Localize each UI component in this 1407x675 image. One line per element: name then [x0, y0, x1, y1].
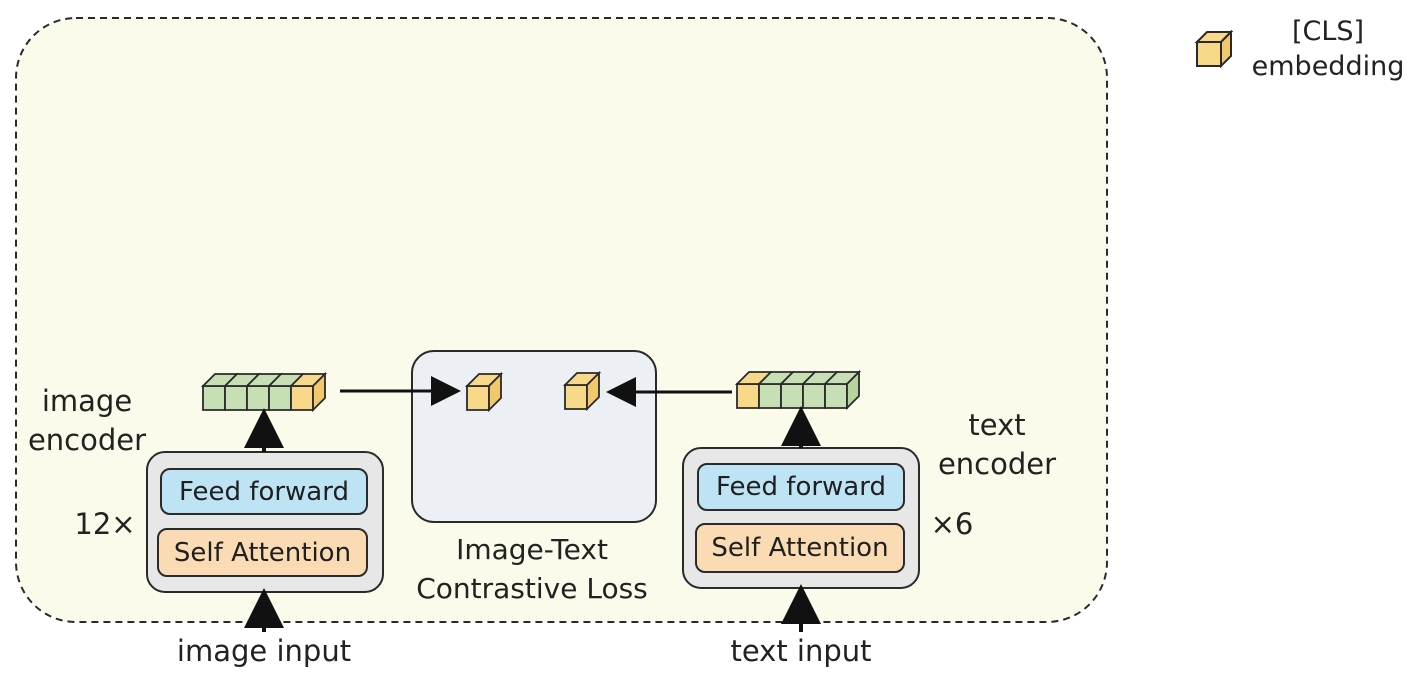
contrastive-loss-line1: Image-Text: [456, 533, 608, 566]
text-feed-forward-block: Feed forward: [697, 463, 905, 511]
text-token-green: [822, 369, 862, 411]
image-encoder-title-line1: image: [41, 384, 133, 418]
image-encoder-title: image encoder: [24, 382, 150, 460]
text-cls-embedding-cube-icon: [562, 370, 602, 412]
image-encoder-title-line2: encoder: [27, 423, 147, 458]
contrastive-loss-panel: [411, 350, 657, 523]
image-token-green: [244, 373, 284, 411]
image-input-label: image input: [176, 634, 352, 668]
cls-legend-cube-icon: [1194, 29, 1234, 69]
image-encoder-repeat: 12×: [74, 507, 136, 541]
image-feed-forward-block: Feed forward: [160, 468, 368, 515]
text-encoder-title-line1: text: [968, 408, 1026, 442]
text-encoder-title-line2: encoder: [937, 447, 1057, 482]
image-token-green: [266, 373, 306, 411]
text-token-row: [734, 369, 862, 411]
image-cls-embedding-cube-icon: [464, 371, 504, 413]
contrastive-loss-line2: Contrastive Loss: [416, 572, 648, 606]
image-token-row: [200, 371, 328, 413]
text-input-label: text input: [730, 634, 872, 668]
text-self-attention-block: Self Attention: [695, 523, 905, 573]
legend-label: [CLS] embedding: [1243, 14, 1407, 84]
image-cls-token: [288, 371, 328, 413]
contrastive-loss-label: Image-Text Contrastive Loss: [410, 530, 654, 608]
legend-label-line1: [CLS]: [1291, 16, 1365, 47]
text-token-green: [800, 371, 840, 409]
legend-label-line2: embedding: [1251, 51, 1405, 83]
text-encoder-repeat: ×6: [930, 507, 974, 541]
text-encoder-title: text encoder: [930, 406, 1064, 484]
image-self-attention-block: Self Attention: [157, 528, 368, 577]
